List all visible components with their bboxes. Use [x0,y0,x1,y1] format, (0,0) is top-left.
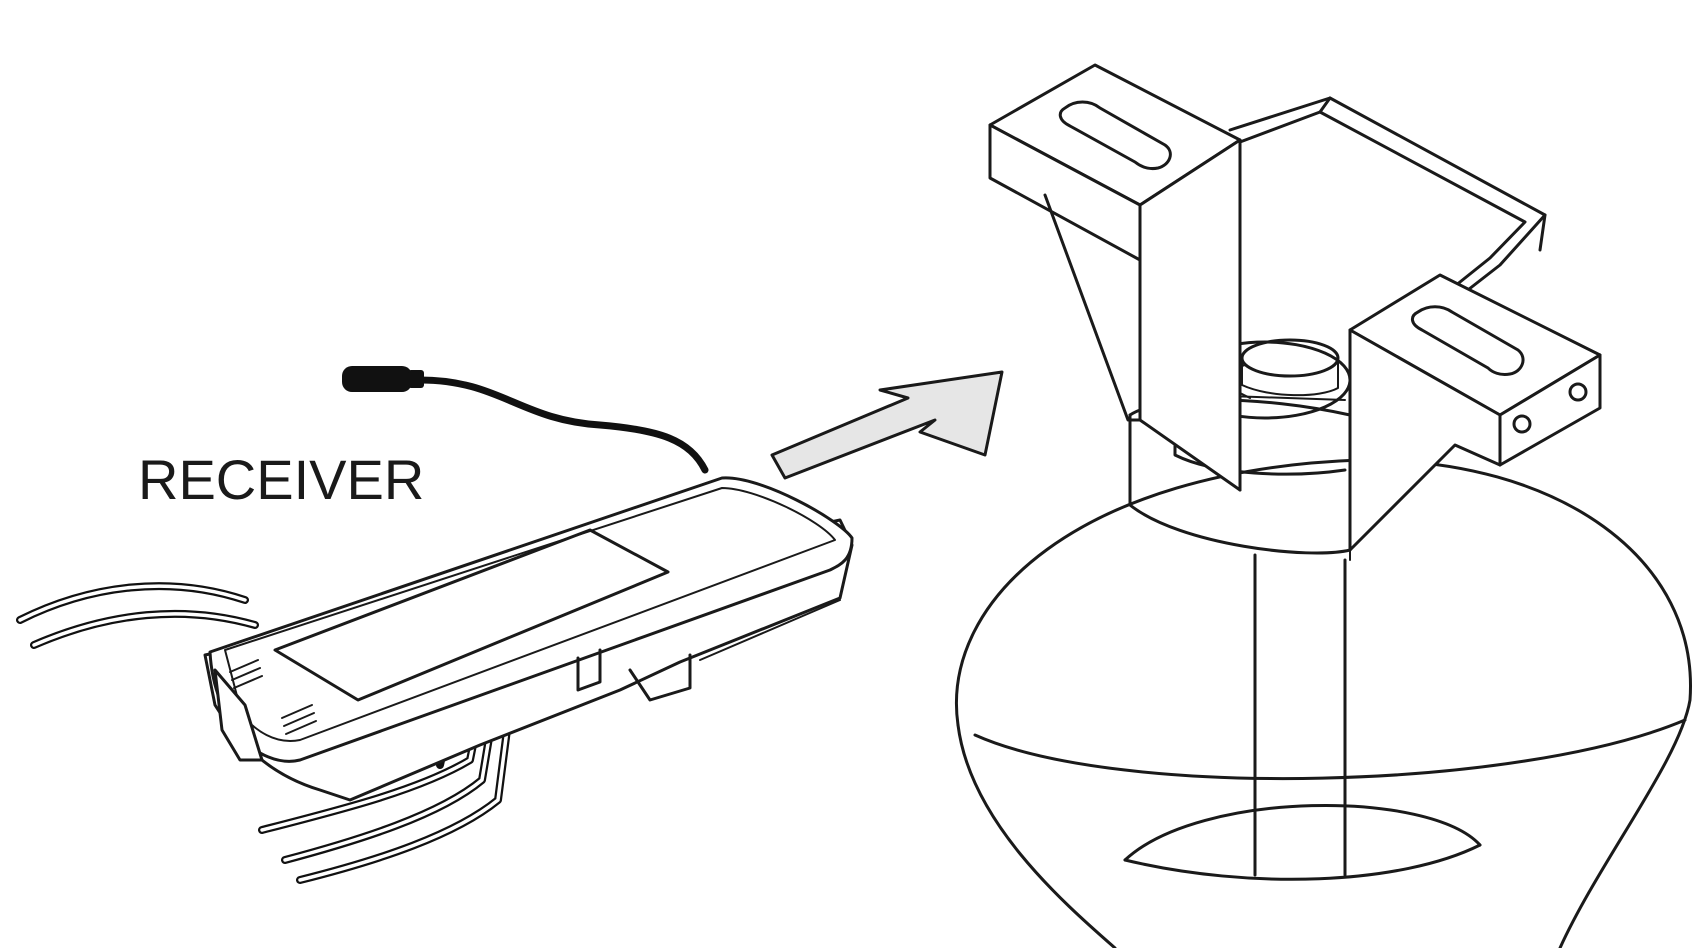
insert-direction-arrow [770,370,1004,480]
mount-slot-right [1411,305,1525,376]
screw-hole-1 [1512,414,1532,434]
receiver-antenna-wire [342,366,709,474]
receiver-left-wires [16,582,259,649]
canopy-bowl [955,458,1692,948]
bracket-frame [1228,96,1547,492]
bracket-arm-right [1348,273,1602,561]
receiver-device [16,366,854,884]
receiver-vents [229,659,317,735]
receiver-label-panel [273,528,670,702]
screw-hole-2 [1568,382,1588,402]
ceiling-fan-mount [955,63,1692,948]
mount-slot-left [1058,100,1172,170]
receiver-label: RECEIVER [138,448,425,511]
downrod [1253,553,1347,877]
bracket-arm-left [988,63,1242,492]
